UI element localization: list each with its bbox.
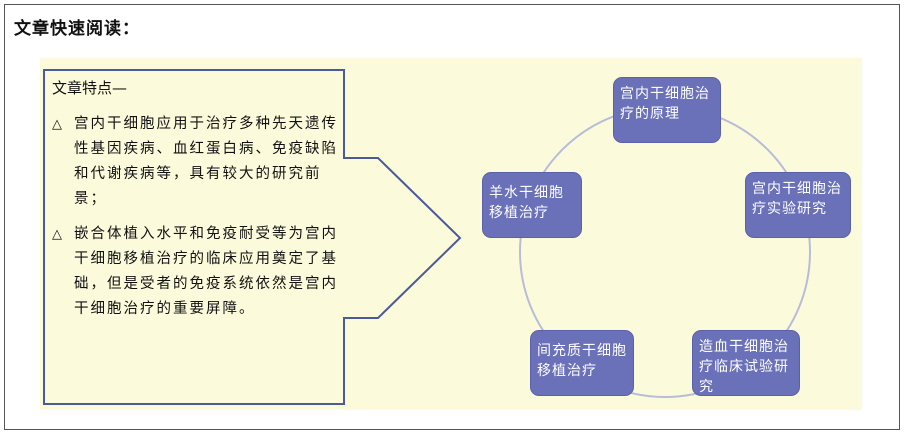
cycle-node-amniotic: 羊水干细胞移植治疗 <box>482 172 582 238</box>
note-bullet: △ 嵌合体植入水平和免疫耐受等为宫内干细胞移植治疗的临床应用奠定了基础，但是受者… <box>52 222 342 322</box>
page-heading: 文章快速阅读： <box>14 19 140 39</box>
note-text: 嵌合体植入水平和免疫耐受等为宫内干细胞移植治疗的临床应用奠定了基础，但是受者的免… <box>74 226 338 317</box>
note-bullet: △ 宫内干细胞应用于治疗多种先天遗传性基因疾病、血红蛋白病、免疫缺陷和代谢疾病等… <box>52 112 342 212</box>
triangle-bullet-icon: △ <box>52 227 64 242</box>
cycle-node-principle: 宫内干细胞治疗的原理 <box>613 77 721 143</box>
notes-title: 文章特点— <box>52 79 128 97</box>
callout-arrow-shape <box>43 69 462 405</box>
feature-notes: 文章特点— △ 宫内干细胞应用于治疗多种先天遗传性基因疾病、血红蛋白病、免疫缺陷… <box>52 77 342 332</box>
cycle-node-mesenchymal: 间充质干细胞移植治疗 <box>530 330 634 396</box>
cycle-node-experimental-research: 宫内干细胞治疗实验研究 <box>745 172 851 238</box>
note-text: 宫内干细胞应用于治疗多种先天遗传性基因疾病、血红蛋白病、免疫缺陷和代谢疾病等，具… <box>74 116 338 207</box>
cycle-node-hematopoietic-trial: 造血干细胞治疗临床试验研究 <box>692 330 800 396</box>
triangle-bullet-icon: △ <box>52 117 64 132</box>
